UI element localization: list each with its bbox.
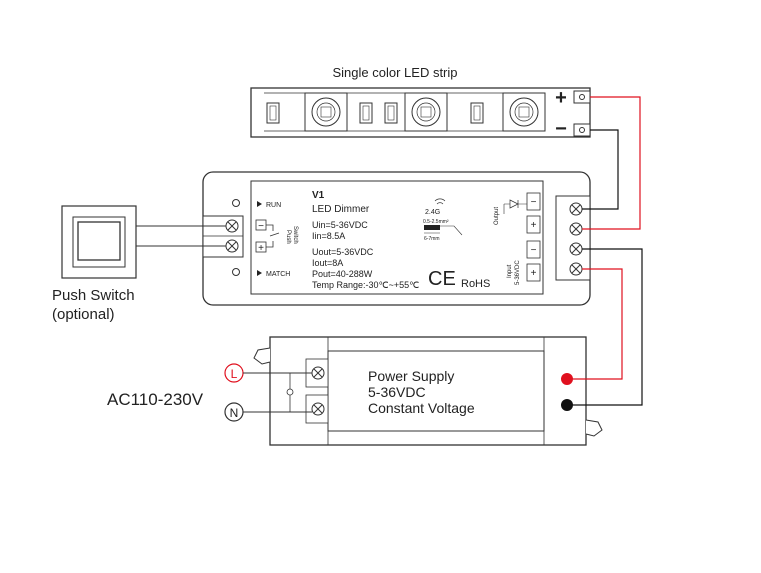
spec-uin: Uin=5-36VDC [312,220,368,230]
screw-icon [311,366,325,380]
spec-iin: Iin=8.5A [312,231,345,241]
strip-resistor [384,102,398,124]
strip-title: Single color LED strip [333,65,458,80]
match-button-icon [232,268,240,276]
output-plus-pad: + [526,215,541,234]
match-arrow-icon [257,270,262,276]
psu-type: Constant Voltage [368,400,475,416]
psu-mounting-tab [253,347,271,365]
input-plus-pad: + [526,263,541,282]
svg-text:+: + [531,268,537,279]
input-positive-wire [573,268,623,380]
psu-voltage: 5-36VDC [368,384,426,400]
psu-positive-terminal [561,373,573,385]
screw-icon [225,219,239,233]
strip-led [304,92,348,132]
strip-minus-wire [582,129,619,210]
screw-icon [569,242,583,256]
power-supply: Power Supply 5-36VDC Constant Voltage [253,336,603,446]
rohs-mark: RoHS [461,278,490,290]
svg-text:−: − [531,245,537,256]
screw-icon [569,202,583,216]
dimmer-name: LED Dimmer [312,204,370,215]
svg-text:−: − [531,197,537,208]
push-switch-text: Push [285,230,291,244]
spec-pout: Pout=40-288W [312,269,373,279]
input-label: Input [507,264,513,278]
rf-label: 2.4G [425,209,440,216]
spec-temp: Temp Range:-30℃~+55℃ [312,280,419,290]
svg-text:+: + [531,220,537,231]
input-voltage-label: 5-36VDC [515,260,521,285]
spec-uout: Uout=5-36VDC [312,247,374,257]
screw-icon [569,222,583,236]
psu-title: Power Supply [368,368,454,384]
strip-resistor [266,102,280,124]
ac-voltage-label: AC110-230V [107,390,204,409]
dimmer-label-panel [250,180,544,295]
run-arrow-icon [257,201,262,207]
wire-strip-length: 6-7mm [424,236,440,242]
ce-mark: CE [428,268,456,290]
ac-input: AC110-230V L N [107,363,312,422]
spec-iout: Iout=8A [312,258,343,268]
output-label: Output [494,207,500,225]
live-label: L [231,367,238,381]
wire-gauge: 0.5-2.5mm² [423,219,449,225]
strip-led [502,92,546,132]
wire-strip-icon [424,225,440,230]
strip-plus-wire [582,96,641,230]
input-negative-wire [573,248,643,406]
push-switch-wire [136,225,226,247]
strip-plus-sign: + [555,87,567,109]
dimmer-model: V1 [312,190,325,201]
screw-icon [311,402,325,416]
push-switch-text-2: Switch [292,226,298,244]
run-label: RUN [266,202,281,209]
wireless-icon [434,198,446,205]
push-switch-label: Push Switch [52,287,135,304]
neutral-label: N [230,406,239,420]
wiring [136,96,643,406]
push-switch-optional: (optional) [52,306,115,323]
match-label: MATCH [266,271,290,278]
strip-resistor [470,102,484,124]
screw-icon [569,262,583,276]
output-minus-pad: − [526,192,541,211]
run-led-icon [232,199,240,207]
strip-minus-sign: − [555,118,567,140]
psu-mounting-tab [585,419,603,437]
push-switch: Push Switch (optional) [52,205,137,323]
strip-led [404,92,448,132]
led-strip: Single color LED strip [250,65,591,140]
led-dimmer: RUN MATCH − + Push Switch V1 LED Dimmer … [202,171,591,306]
switch-minus-sign: − [258,221,264,232]
psu-negative-terminal [561,399,573,411]
input-minus-pad: − [526,240,541,259]
screw-icon [225,239,239,253]
strip-resistor [359,102,373,124]
switch-plus-sign: + [258,243,264,254]
